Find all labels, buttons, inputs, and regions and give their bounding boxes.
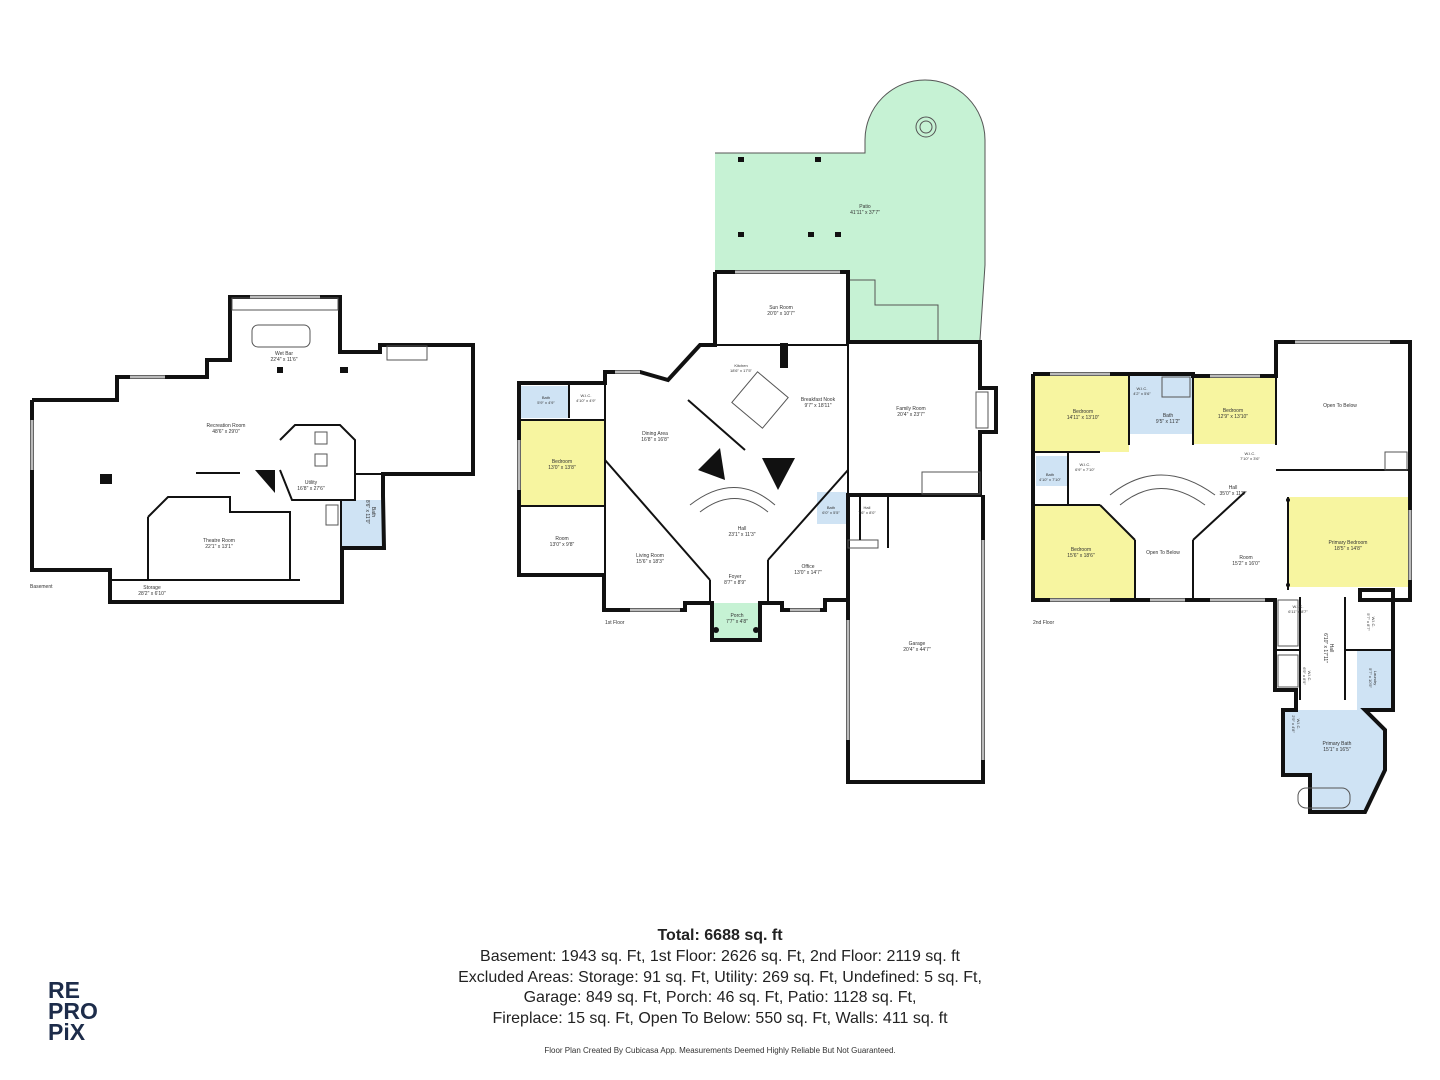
- room-label-wic-2f-6: W.I.C.6'9" x 8'9": [1302, 667, 1312, 685]
- room-label-wic-2f-4: W.I.C.6'11" x 8'7": [1288, 604, 1308, 614]
- basement-bath-fill: [341, 500, 383, 546]
- primary-bath-fill: [1283, 710, 1385, 812]
- total-area: Total: 6688 sq. ft: [657, 927, 783, 944]
- room-label-wic-2f-2: W.I.C.7'10" x 3'6": [1240, 451, 1260, 461]
- room-label-wic-2f-5: W.I.C.5'7" x 8'7": [1366, 613, 1376, 631]
- room-label-wic-2f-3: W.I.C.6'9" x 7'10": [1075, 462, 1095, 472]
- room-label-wic-1f: W.I.C.4'10" x 4'9": [576, 393, 596, 403]
- bedroom-nw-fill: [1033, 376, 1129, 452]
- floor-label-1st-floor: 1st Floor: [605, 620, 625, 626]
- basement-fireplace: [386, 345, 428, 361]
- room-label-open-to-below-2: Open To Below: [1146, 550, 1180, 556]
- room-label-basement-bath: Bath8'6" x 11'0": [364, 500, 376, 524]
- utility-wall: [279, 424, 356, 501]
- room-label-wic-2f-1: W.I.C.4'2" x 5'6": [1133, 386, 1151, 396]
- porch-fill: [712, 603, 760, 640]
- bedroom-ne-fill: [1193, 376, 1276, 444]
- garage-wall: [715, 270, 998, 784]
- area-summary: Total: 6688 sq. ft Basement: 1943 sq. Ft…: [0, 925, 1440, 1029]
- bar-cabinets: [231, 297, 339, 311]
- stair-landing-left: [698, 448, 725, 480]
- room-label-laundry: Laundry5'7" x 10'5": [1368, 668, 1378, 688]
- primary-bedroom-fill: [1288, 497, 1408, 587]
- wet-bar-counter: [251, 324, 311, 348]
- room-label-hall-2f-vertical: Hall6'10" x 17'11": [1322, 633, 1334, 663]
- logo-line-1: RE: [48, 977, 80, 1003]
- curved-stair-2f: [1109, 474, 1216, 496]
- area-line-garage: Garage: 849 sq. Ft, Porch: 46 sq. Ft, Pa…: [523, 989, 917, 1006]
- second-floor-outer-wall: [1031, 340, 1412, 814]
- logo-line-2: PRO: [48, 998, 98, 1024]
- basement-stair-marker: [255, 470, 275, 493]
- bathtub: [1297, 787, 1351, 809]
- logo-line-3: PiX: [48, 1019, 86, 1045]
- room-label-wic-2f-7: W.I.C.2'9" x 4'8": [1291, 715, 1301, 733]
- area-line-fireplace: Fireplace: 15 sq. Ft, Open To Below: 550…: [492, 1009, 948, 1027]
- first-floor-bedroom-fill: [519, 420, 604, 506]
- kitchen-island: [731, 371, 789, 429]
- stair-landing-right: [762, 458, 795, 490]
- area-line-floors: Basement: 1943 sq. Ft, 1st Floor: 2626 s…: [480, 948, 960, 965]
- basement-outer-wall: [30, 295, 475, 604]
- floor-label-2nd-floor: 2nd Floor: [1033, 620, 1054, 626]
- area-line-excluded: Excluded Areas: Storage: 91 sq. Ft, Util…: [458, 968, 982, 986]
- disclaimer-footer: Floor Plan Created By Cubicasa App. Meas…: [544, 1046, 896, 1055]
- bedroom-sw-fill: [1033, 505, 1135, 600]
- floor-label-basement: Basement: [30, 584, 53, 590]
- curved-stair: [689, 487, 776, 506]
- patio-fill: [715, 80, 985, 340]
- repropix-logo: RE PRO PiX: [48, 977, 108, 1045]
- room-label-open-to-below-1: Open To Below: [1323, 403, 1357, 409]
